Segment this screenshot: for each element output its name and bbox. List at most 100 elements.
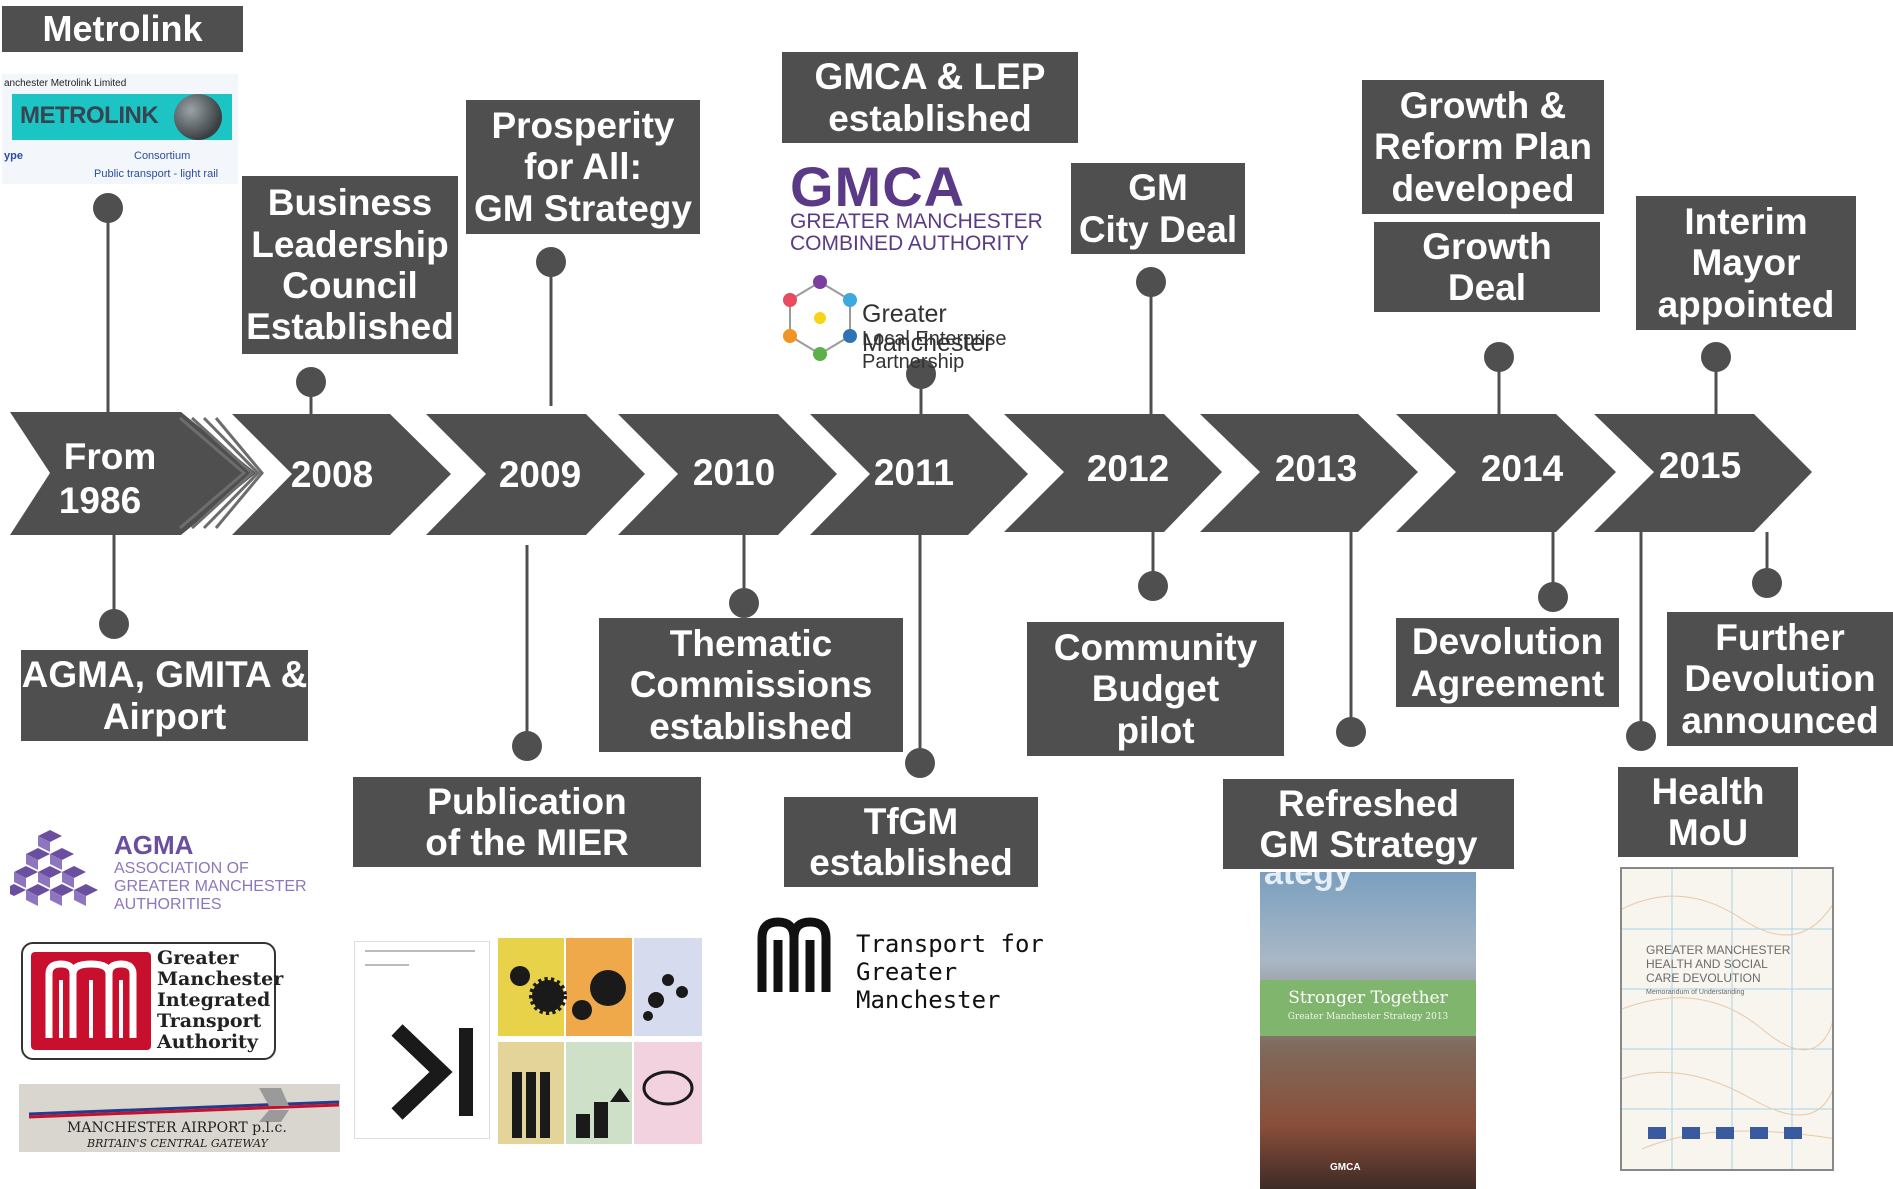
event-health-mou-line1: Health — [1651, 770, 1765, 812]
event-interim-mayor-line1: Interim — [1684, 200, 1808, 242]
year-label-2011: 2011 — [874, 452, 954, 493]
event-tfgm-line1: TfGM — [863, 800, 959, 842]
mier-report-cover — [354, 941, 490, 1139]
agma-cubes-icon — [10, 830, 98, 906]
event-growth-reform: Growth & Reform Plan developed — [1362, 80, 1604, 214]
health-cover-pattern — [1622, 869, 1832, 1169]
metrolink-row1-value: Consortium — [134, 150, 191, 162]
arrow-2014 — [1396, 414, 1616, 532]
airport-plane-icon — [28, 1088, 340, 1122]
event-growth-deal-line1: Growth — [1422, 225, 1552, 267]
event-city-deal-line1: GM — [1128, 167, 1188, 209]
gmca-logo-line1: GREATER MANCHESTER — [790, 210, 1043, 233]
gmita-line1: Greater — [157, 947, 239, 969]
tfgm-m-icon — [757, 917, 831, 992]
strategy-cover-footer: GMCA — [1330, 1162, 1361, 1173]
arrow-2013 — [1200, 414, 1418, 532]
health-cover-logos — [1648, 1127, 1808, 1139]
connector-dot-growth-reform — [1484, 342, 1514, 372]
event-refreshed-line2: GM Strategy — [1259, 824, 1478, 865]
mier-thumb-shapes — [510, 966, 694, 1138]
health-cover-line2: HEALTH AND SOCIAL — [1646, 957, 1768, 971]
gmita-logo-text: Greater Manchester Integrated Transport … — [157, 948, 283, 1053]
event-interim-mayor-line3: appointed — [1657, 283, 1835, 325]
connector-dot-refreshed-strategy — [1336, 717, 1366, 747]
mier-chevron-icon — [391, 1024, 473, 1120]
metrolink-logo: anchester Metrolink Limited METROLINK yp… — [2, 74, 238, 184]
event-community-budget-line1: Community — [1053, 626, 1258, 668]
strategy-cover-title: Stronger Together — [1288, 988, 1448, 1008]
event-thematic-line3: established — [649, 705, 853, 747]
arrow-2008 — [232, 414, 451, 535]
connector-dot-tfgm — [905, 748, 935, 778]
arrow-2011 — [810, 414, 1028, 535]
connector-dot-metrolink — [93, 193, 123, 223]
event-prosperity: Prosperity for All: GM Strategy — [466, 100, 700, 234]
metrolink-logo-word: METROLINK — [20, 102, 159, 129]
mier-cover-header-line — [365, 950, 475, 952]
lep-logo-line2: Local Enterprise Partnership — [862, 328, 1007, 373]
connector-dot-mier — [512, 731, 542, 761]
event-thematic: Thematic Commissions established — [599, 618, 903, 752]
event-growth-reform-line1: Growth & — [1399, 84, 1567, 126]
year-label-2009: 2009 — [499, 454, 581, 495]
event-thematic-line1: Thematic — [669, 622, 833, 664]
gmita-line5: Authority — [157, 1031, 258, 1053]
gmca-logo: GMCA GREATER MANCHESTER COMBINED AUTHORI… — [788, 154, 1058, 255]
airport-logo-line1: MANCHESTER AIRPORT p.l.c. — [67, 1120, 287, 1136]
event-mier-line1: Publication — [427, 780, 627, 822]
start-label-line2: 1986 — [59, 480, 141, 521]
event-business-leadership-line2: Leadership — [251, 223, 449, 265]
agma-logo-line1: ASSOCIATION OF — [114, 860, 249, 877]
event-growth-deal: Growth Deal — [1374, 222, 1600, 312]
metrolink-row2-value: Public transport - light rail — [94, 168, 219, 180]
event-further-devolution: Further Devolution announced — [1667, 612, 1893, 746]
event-prosperity-line3: GM Strategy — [474, 187, 692, 229]
event-metrolink-label: Metrolink — [42, 7, 203, 49]
connector-dot-city-deal — [1136, 267, 1166, 297]
event-tfgm: TfGM established — [784, 797, 1038, 887]
event-prosperity-line1: Prosperity — [491, 104, 675, 146]
event-refreshed-strategy: Refreshed GM Strategy — [1223, 779, 1514, 869]
connector-dot-agma — [99, 609, 129, 639]
event-gmca-lep-line2: established — [828, 97, 1032, 139]
lep-hexagon-icon — [783, 275, 857, 361]
event-devolution-agreement-line1: Devolution — [1411, 621, 1604, 663]
event-health-mou-line2: MoU — [1667, 812, 1749, 853]
year-label-2014: 2014 — [1481, 448, 1564, 489]
event-tfgm-line2: established — [809, 842, 1013, 883]
connector-dot-gmca-lep — [906, 359, 936, 389]
tfgm-logo-line2: Greater Manchester — [856, 958, 1001, 1014]
strategy-cover: ategy Stronger Together Greater Manchest… — [1260, 872, 1476, 1189]
arrow-2012 — [1004, 414, 1222, 532]
event-growth-deal-line2: Deal — [1447, 267, 1527, 308]
event-further-devolution-line1: Further — [1715, 616, 1845, 658]
event-devolution-agreement-line2: Agreement — [1410, 662, 1605, 704]
event-gmca-lep: GMCA & LEP established — [782, 52, 1078, 143]
strategy-cover-subtitle: Greater Manchester Strategy 2013 — [1287, 1012, 1449, 1022]
agma-logo: AGMA ASSOCIATION OF GREATER MANCHESTER A… — [10, 826, 310, 916]
year-label-2008: 2008 — [291, 454, 373, 495]
arrow-2009 — [426, 414, 645, 535]
connector-dot-devolution-agreement — [1538, 582, 1568, 612]
event-metrolink: Metrolink — [2, 6, 243, 52]
tfgm-logo-line1: Transport for — [856, 930, 1044, 958]
event-growth-reform-line3: developed — [1391, 167, 1575, 209]
event-further-devolution-line2: Devolution — [1684, 658, 1876, 700]
health-cover-line3: CARE DEVOLUTION — [1646, 971, 1761, 985]
connector-dot-health-mou — [1626, 721, 1656, 751]
mier-cover-sub-line — [365, 964, 409, 966]
year-label-2010: 2010 — [693, 452, 775, 493]
event-business-leadership-line3: Council — [282, 265, 418, 306]
event-agma-line2: Airport — [102, 695, 227, 737]
event-mier-line2: of the MIER — [425, 822, 629, 863]
gmita-m-icon — [45, 960, 137, 1038]
gmita-line4: Transport — [157, 1010, 262, 1032]
event-interim-mayor: Interim Mayor appointed — [1636, 196, 1856, 330]
year-label-2015: 2015 — [1659, 445, 1741, 486]
event-community-budget: Community Budget pilot — [1027, 622, 1284, 756]
gmca-logo-line2: COMBINED AUTHORITY — [790, 232, 1030, 255]
connector-dot-community-budget — [1138, 571, 1168, 601]
tfgm-logo: Transport for Greater Manchester — [756, 916, 1066, 1014]
